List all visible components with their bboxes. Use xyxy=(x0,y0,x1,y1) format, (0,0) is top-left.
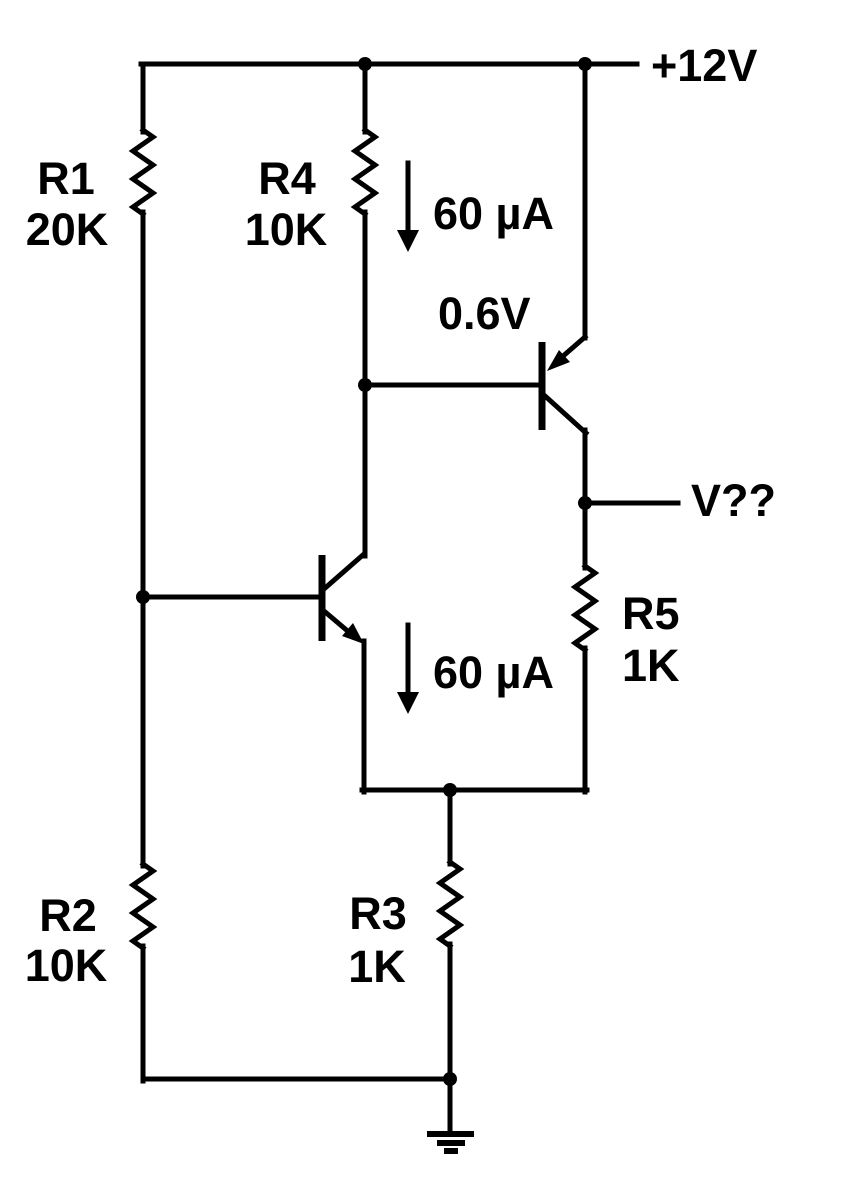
resistor-r2: R2 10K xyxy=(25,864,153,991)
vbe-label: 0.6V xyxy=(438,288,531,339)
resistor-r4-value: 10K xyxy=(245,204,328,255)
junction-q2-base xyxy=(358,378,372,392)
junction-output xyxy=(578,496,592,510)
resistor-r5-symbol xyxy=(575,566,595,650)
resistor-r3-value: 1K xyxy=(348,941,406,992)
current-label-lower: 60 µA xyxy=(433,647,554,698)
resistor-r1-symbol xyxy=(133,130,153,214)
resistor-r2-name: R2 xyxy=(39,890,97,941)
resistor-r4: R4 10K xyxy=(245,61,375,559)
junction-dots xyxy=(136,57,592,1086)
resistor-r3-symbol xyxy=(440,862,460,946)
junction-emitter-node xyxy=(443,783,457,797)
transistor-q1-npn xyxy=(140,550,368,795)
ground-symbol xyxy=(427,1131,474,1154)
resistor-r3-name: R3 xyxy=(349,888,407,939)
current-arrow-upper: 60 µA xyxy=(397,160,554,252)
junction-ground-node xyxy=(443,1072,457,1086)
resistor-r2-symbol xyxy=(133,864,153,948)
junction-q2-rail xyxy=(578,57,592,71)
output-node: V?? xyxy=(585,475,776,526)
resistor-r1-name: R1 xyxy=(37,153,95,204)
resistor-r4-name: R4 xyxy=(258,153,316,204)
current-label-upper: 60 µA xyxy=(433,188,554,239)
resistor-r5: R5 1K xyxy=(575,566,680,795)
output-label: V?? xyxy=(691,475,776,526)
resistor-r5-value: 1K xyxy=(622,640,680,691)
transistor-q1-emitter-arrow xyxy=(342,623,364,644)
transistor-q2-emitter-arrow xyxy=(547,350,570,371)
resistor-r3: R3 1K xyxy=(348,787,460,1137)
supply-label: +12V xyxy=(651,40,757,91)
current-arrow-lower-head xyxy=(397,692,419,714)
resistor-r2-value: 10K xyxy=(25,940,108,991)
resistor-r1: R1 20K xyxy=(26,130,153,255)
current-arrow-upper-head xyxy=(397,230,419,252)
junction-r4-rail xyxy=(358,57,372,71)
current-arrow-lower: 60 µA xyxy=(397,622,554,714)
resistor-r4-symbol xyxy=(355,130,375,214)
resistor-r5-name: R5 xyxy=(622,588,680,639)
resistor-r1-value: 20K xyxy=(26,204,109,255)
junction-q1-base xyxy=(136,590,150,604)
